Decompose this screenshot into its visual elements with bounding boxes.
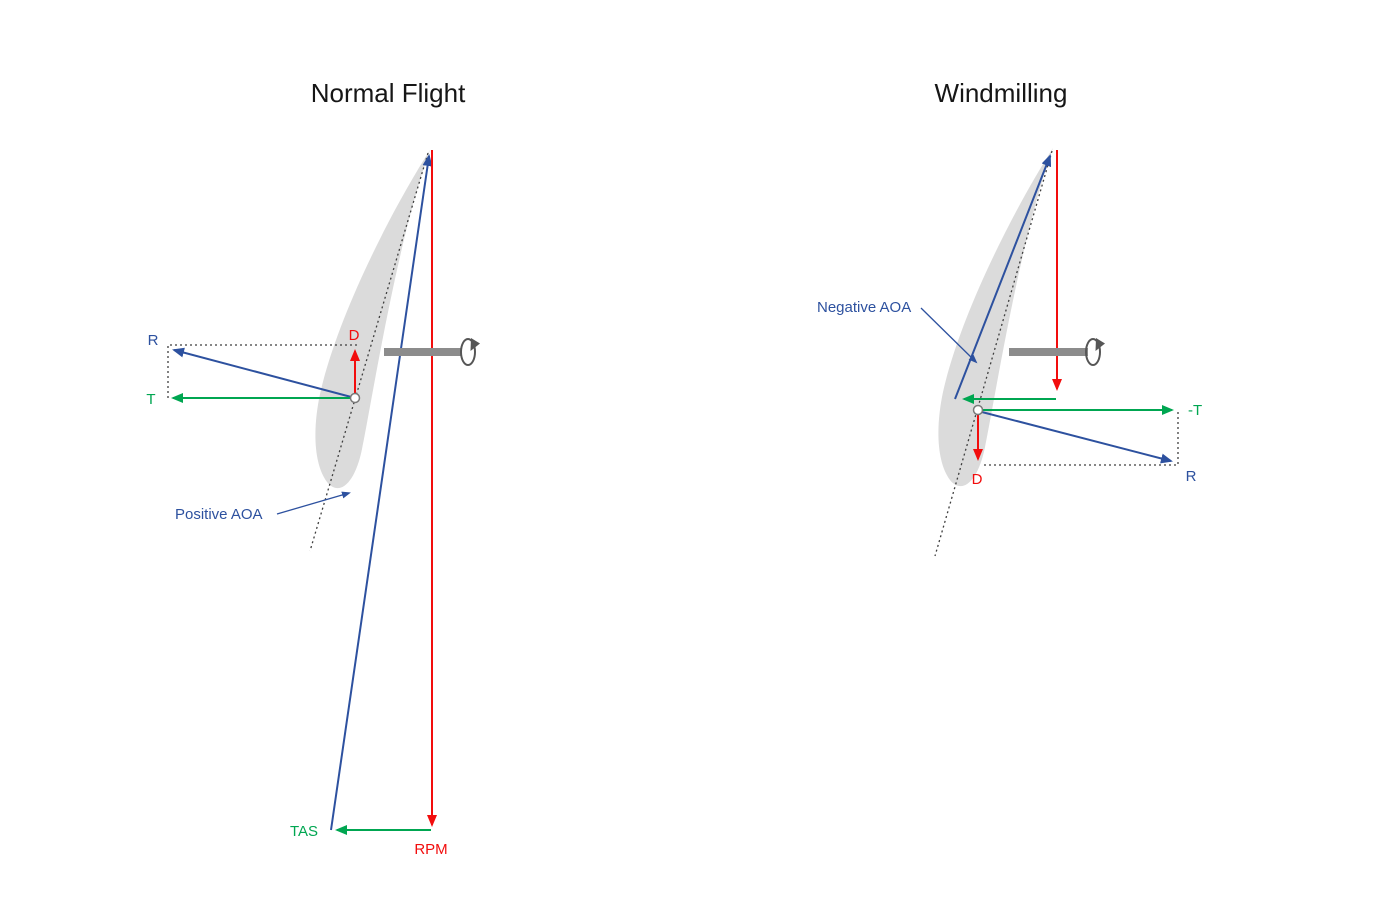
windmilling-diagram: Windmilling -: [817, 78, 1202, 557]
rpm-label: RPM: [414, 841, 447, 858]
negative-aoa-label: Negative AOA: [817, 299, 911, 316]
blade-element-origin-point: [972, 404, 984, 416]
resultant-force-arrow: [977, 410, 1173, 464]
resultant-label: R: [148, 332, 159, 349]
chord-line: [309, 152, 429, 552]
propeller-blade-airfoil: [315, 150, 430, 489]
rotation-direction-icon: [460, 338, 480, 366]
relative-wind-arrow: [954, 154, 1052, 400]
rotation-direction-icon: [1085, 338, 1105, 366]
relative-wind-arrow: [330, 154, 433, 831]
positive-aoa-label: Positive AOA: [175, 506, 263, 523]
negative-aoa-pointer-arrow: [920, 307, 978, 364]
negative-thrust-label: -T: [1188, 402, 1202, 419]
resultant-force-arrow: [172, 347, 356, 399]
thrust-label: T: [146, 391, 155, 408]
windmilling-title: Windmilling: [935, 78, 1068, 108]
positive-aoa-pointer-arrow: [276, 491, 351, 515]
propeller-blade-airfoil: [938, 148, 1053, 487]
propeller-shaft: [384, 348, 462, 356]
normal-flight-diagram: Normal Flight: [146, 78, 480, 858]
chord-line: [934, 150, 1053, 557]
drag-label: D: [349, 327, 360, 344]
normal-flight-title: Normal Flight: [311, 78, 466, 108]
tas-label: TAS: [290, 823, 318, 840]
propeller-shaft: [1009, 348, 1088, 356]
resultant-label: R: [1186, 468, 1197, 485]
blade-element-origin-point: [349, 392, 361, 404]
drag-label: D: [972, 471, 983, 488]
